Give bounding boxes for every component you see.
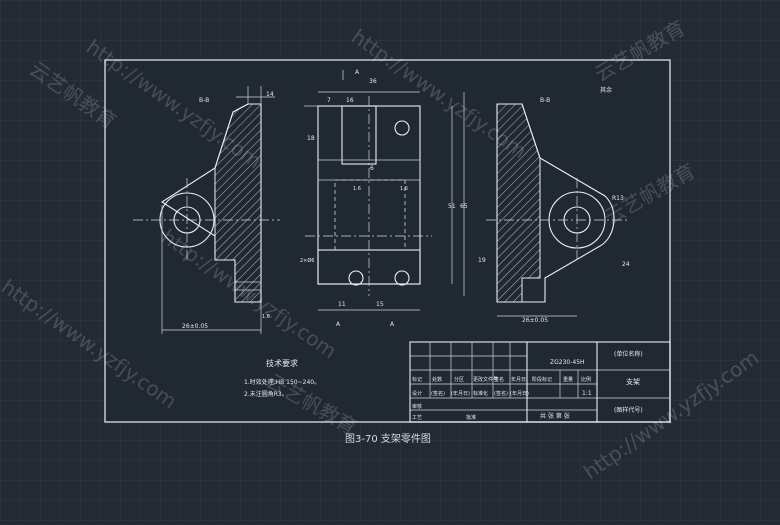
svg-text:15: 15 [376,301,384,308]
svg-text:分区: 分区 [454,376,464,383]
svg-text:24: 24 [622,261,630,268]
svg-text:18: 18 [307,135,315,142]
svg-text:A: A [390,321,395,328]
svg-text:(签名): (签名) [431,390,445,397]
svg-text:26±0.05: 26±0.05 [522,317,548,324]
svg-text:标准化: 标准化 [473,390,488,397]
svg-text:处数: 处数 [432,376,442,383]
left-section-view: B-B 14 26±0.05 1.6 [133,86,280,334]
svg-text:支架: 支架 [626,377,640,386]
svg-text:(签名): (签名) [494,390,508,397]
svg-text:重量: 重量 [563,376,573,383]
svg-text:共 张 第 张: 共 张 第 张 [540,412,570,420]
svg-text:(年月日): (年月日) [451,390,470,397]
title-block: ZG230-45H (单位名称) 支架 (图样代号) 1:1 共 张 第 张 标… [409,341,671,423]
svg-text:R13: R13 [612,195,624,202]
svg-text:19: 19 [478,257,486,264]
svg-text:审核: 审核 [412,403,422,410]
tech-requirements: 技术要求 1.时效处理,HB 150~240。 2.未注圆角R3。 [244,358,320,398]
svg-text:A: A [336,321,341,328]
svg-text:7: 7 [327,97,331,104]
svg-text:1.时效处理,HB 150~240。: 1.时效处理,HB 150~240。 [244,378,320,386]
svg-text:36: 36 [369,78,377,85]
left-section-label: B-B [199,97,209,104]
right-section-label: B-B [540,97,550,104]
svg-text:(单位名称): (单位名称) [614,350,643,358]
svg-text:其余: 其余 [600,86,612,94]
svg-text:设计: 设计 [412,390,422,397]
svg-text:年月日: 年月日 [511,376,526,383]
svg-text:阶段标记: 阶段标记 [532,376,552,383]
svg-text:更改文件号: 更改文件号 [473,376,498,383]
svg-text:2×Ø6: 2×Ø6 [300,257,315,264]
svg-text:签名: 签名 [494,376,504,383]
svg-text:技术要求: 技术要求 [266,358,298,368]
right-section-view: B-B 其余 R13 19 24 26±0.05 [478,86,630,324]
front-view: A 36 7 16 6 18 51 65 11 15 2×Ø6 1.6 1.6 … [300,69,468,328]
svg-text:1:1: 1:1 [582,390,592,397]
svg-text:ZG230-45H: ZG230-45H [550,359,585,366]
svg-text:14: 14 [266,91,274,98]
svg-text:1.6: 1.6 [400,186,408,192]
svg-text:26±0.05: 26±0.05 [182,323,208,330]
svg-text:(图样代号): (图样代号) [614,406,643,414]
svg-text:16: 16 [346,97,354,104]
drawing-sheet [104,59,671,423]
svg-text:2.未注圆角R3。: 2.未注圆角R3。 [244,390,288,398]
svg-text:11: 11 [338,301,346,308]
svg-text:6: 6 [370,165,374,172]
svg-text:1.6: 1.6 [262,314,270,320]
svg-text:工艺: 工艺 [412,415,422,421]
svg-text:批准: 批准 [466,414,476,421]
figure-caption: 图3-70 支架零件图 [345,433,431,445]
svg-text:(年月日): (年月日) [510,390,529,397]
svg-text:比例: 比例 [581,376,591,383]
svg-text:1.6: 1.6 [353,186,361,192]
svg-text:A: A [355,69,360,76]
svg-text:标记: 标记 [412,376,422,383]
